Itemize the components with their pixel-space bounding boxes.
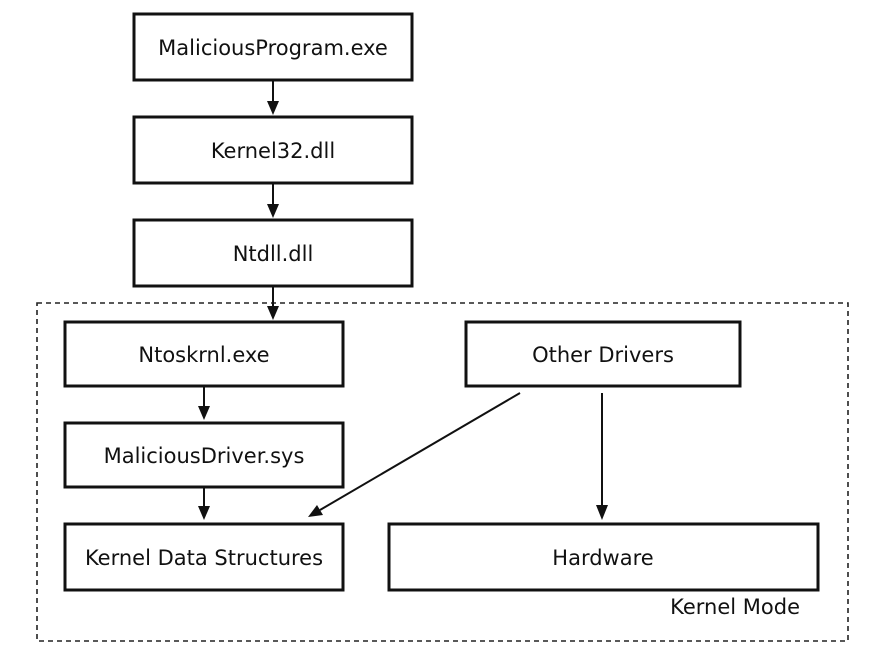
edge-malicious-driver-to-kernel-data	[198, 488, 210, 520]
edges	[198, 81, 608, 520]
node-kernel-data-label: Kernel Data Structures	[85, 546, 323, 570]
node-hardware-label: Hardware	[552, 546, 653, 570]
node-other-drivers: Other Drivers	[464, 320, 742, 388]
node-other-drivers-label: Other Drivers	[532, 343, 674, 367]
node-malicious-driver-label: MaliciousDriver.sys	[104, 444, 305, 468]
node-ntoskrnl: Ntoskrnl.exe	[63, 320, 345, 388]
edge-ntoskrnl-to-malicious-driver	[198, 387, 210, 420]
node-malicious-program: MaliciousProgram.exe	[132, 12, 414, 82]
edge-kernel32-to-ntdll	[267, 184, 279, 218]
node-malicious-driver: MaliciousDriver.sys	[63, 421, 345, 489]
edge-other-drivers-to-kernel-data	[308, 392, 521, 517]
kernel-mode-region: Kernel Mode	[36, 302, 849, 642]
edge-ntdll-to-ntoskrnl	[267, 287, 279, 320]
node-malicious-program-label: MaliciousProgram.exe	[158, 36, 388, 60]
node-ntdll: Ntdll.dll	[132, 218, 414, 288]
node-hardware: Hardware	[387, 522, 820, 592]
edge-other-drivers-to-hardware	[596, 393, 608, 520]
kernel-mode-boundary	[36, 302, 849, 642]
node-kernel32-label: Kernel32.dll	[211, 139, 335, 163]
node-ntoskrnl-label: Ntoskrnl.exe	[138, 343, 269, 367]
kernel-mode-label: Kernel Mode	[670, 595, 800, 619]
edge-malicious-program-to-kernel32	[267, 81, 279, 115]
node-kernel-data: Kernel Data Structures	[63, 522, 345, 592]
node-ntdll-label: Ntdll.dll	[233, 242, 314, 266]
node-kernel32: Kernel32.dll	[132, 115, 414, 185]
